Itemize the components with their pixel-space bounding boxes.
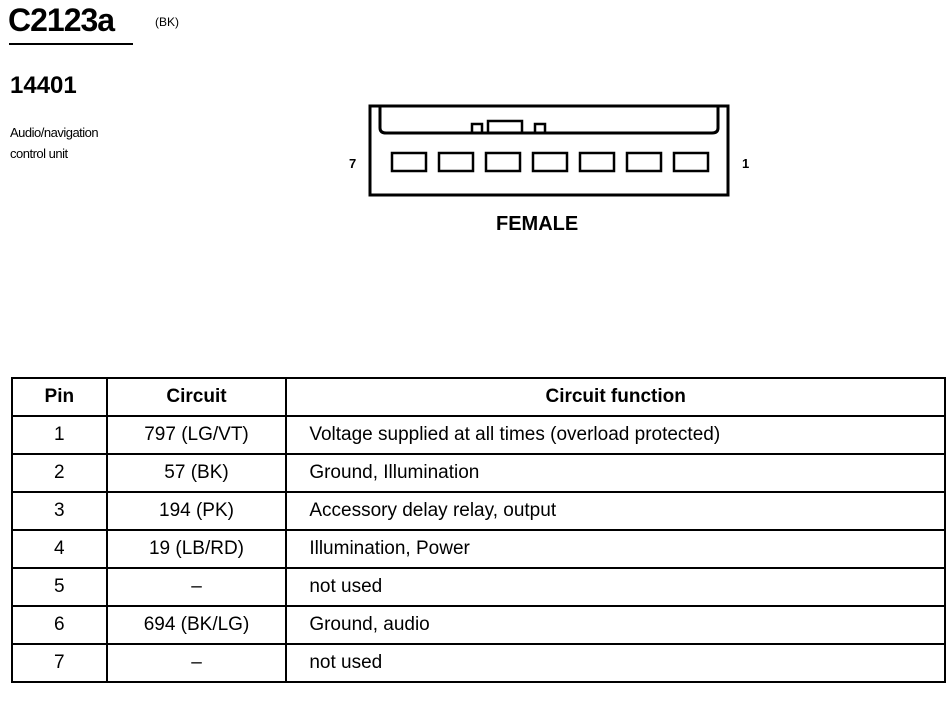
function-cell: Ground, Illumination — [285, 453, 946, 493]
circuit-cell: – — [105, 567, 288, 607]
table-row: 3 194 (PK) Accessory delay relay, output — [11, 491, 946, 531]
column-header-pin: Pin — [11, 377, 108, 417]
table-row: 4 19 (LB/RD) Illumination, Power — [11, 529, 946, 569]
pin-cavity — [437, 151, 475, 173]
pin-cell: 2 — [11, 453, 108, 493]
connector-latch — [486, 119, 524, 135]
pin-cavity — [484, 151, 522, 173]
connector-inner-recess — [378, 106, 720, 135]
function-cell: Voltage supplied at all times (overload … — [285, 415, 946, 455]
circuit-cell: 694 (BK/LG) — [105, 605, 288, 645]
table-row: 2 57 (BK) Ground, Illumination — [11, 453, 946, 493]
pinout-table: Pin Circuit Circuit function 1 797 (LG/V… — [11, 377, 946, 683]
connector-housing — [368, 104, 730, 197]
pin-cavity — [390, 151, 428, 173]
part-description: Audio/navigation control unit — [10, 122, 99, 164]
pin-cell: 4 — [11, 529, 108, 569]
function-cell: not used — [285, 567, 946, 607]
circuit-cell: 57 (BK) — [105, 453, 288, 493]
connector-key-right — [533, 122, 547, 135]
circuit-cell: 797 (LG/VT) — [105, 415, 288, 455]
connector-key-left — [470, 122, 484, 135]
function-cell: not used — [285, 643, 946, 683]
connector-gender-label: FEMALE — [496, 213, 579, 235]
table-row: 1 797 (LG/VT) Voltage supplied at all ti… — [11, 415, 946, 455]
table-row: 7 – not used — [11, 643, 946, 683]
circuit-cell: 194 (PK) — [105, 491, 288, 531]
pin-cell: 7 — [11, 643, 108, 683]
connector-pin-right-label: 1 — [742, 156, 750, 171]
function-cell: Illumination, Power — [285, 529, 946, 569]
circuit-cell: 19 (LB/RD) — [105, 529, 288, 569]
column-header-function: Circuit function — [285, 377, 946, 417]
table-row: 6 694 (BK/LG) Ground, audio — [11, 605, 946, 645]
part-number: 14401 — [10, 72, 77, 99]
table-row: 5 – not used — [11, 567, 946, 607]
table-header-row: Pin Circuit Circuit function — [11, 377, 946, 417]
function-cell: Ground, audio — [285, 605, 946, 645]
circuit-cell: – — [105, 643, 288, 683]
connector-id-underline — [9, 43, 133, 45]
pin-cell: 5 — [11, 567, 108, 607]
pin-cell: 1 — [11, 415, 108, 455]
column-header-circuit: Circuit — [105, 377, 288, 417]
pin-cell: 3 — [11, 491, 108, 531]
part-description-line: Audio/navigation — [10, 125, 99, 140]
pin-cavity — [672, 151, 710, 173]
connector-id: C2123a — [8, 2, 115, 38]
pin-cavity — [578, 151, 616, 173]
pin-cavity — [531, 151, 569, 173]
function-cell: Accessory delay relay, output — [285, 491, 946, 531]
connector-color: (BK) — [155, 15, 179, 29]
pin-cavity — [625, 151, 663, 173]
pin-cell: 6 — [11, 605, 108, 645]
part-description-line: control unit — [10, 146, 68, 161]
connector-face-diagram — [368, 104, 730, 197]
connector-pin-left-label: 7 — [349, 156, 357, 171]
